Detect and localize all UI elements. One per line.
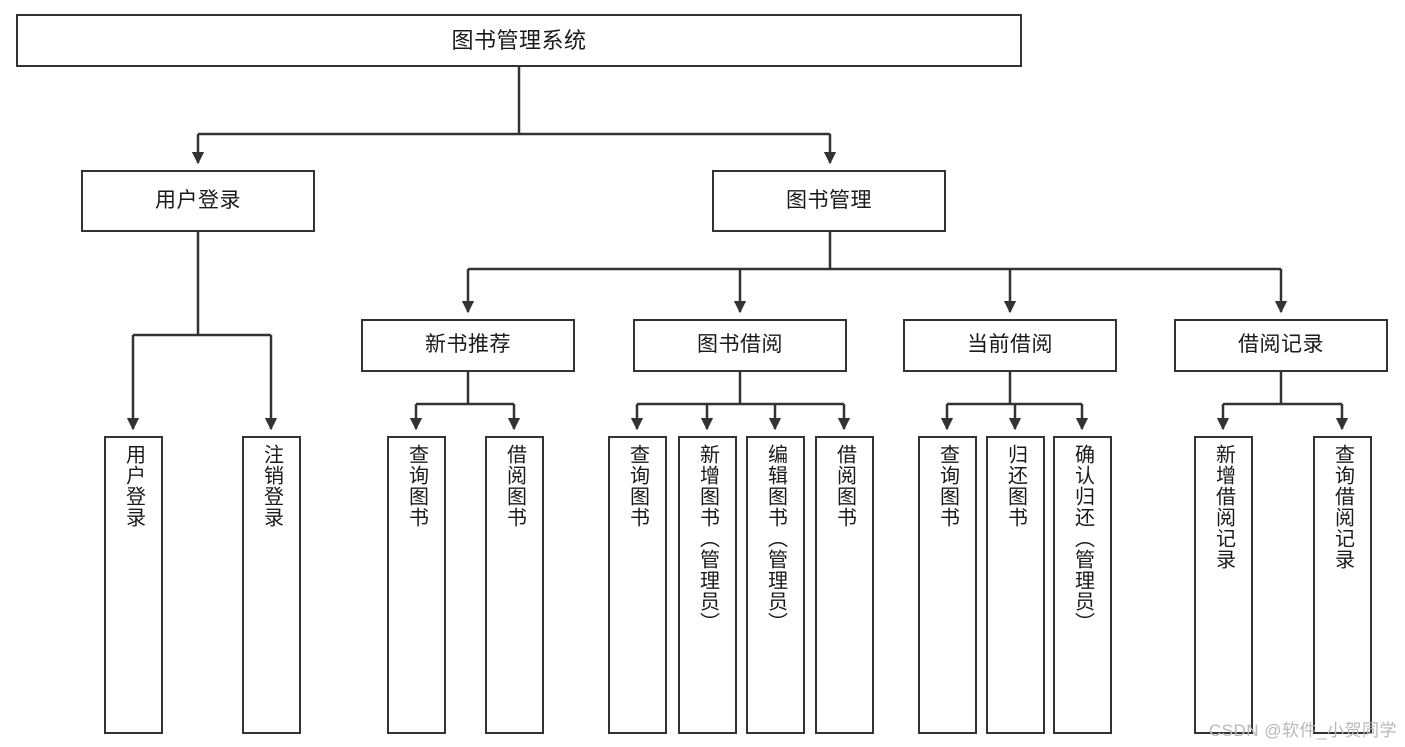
node-label: 借阅图书: [503, 444, 526, 528]
node-label: 新增图书（管理员）: [696, 444, 719, 633]
node-label: 归还图书: [1004, 444, 1027, 528]
node-label: 借阅图书: [833, 444, 856, 528]
node-label: 查询图书: [936, 444, 959, 528]
node-label: 新增借阅记录: [1212, 444, 1235, 570]
node-label: 查询图书: [405, 444, 428, 528]
leaf-confirm-return-admin[interactable]: 确认归还（管理员）: [1053, 436, 1112, 734]
node-label: 当前借阅: [967, 333, 1053, 357]
leaf-edit-book-admin[interactable]: 编辑图书（管理员）: [746, 436, 805, 734]
node-book-management[interactable]: 图书管理: [712, 170, 946, 232]
node-new-book-recommend[interactable]: 新书推荐: [361, 319, 575, 372]
node-user-login[interactable]: 用户登录: [81, 170, 315, 232]
watermark: CSDN @软件_小贺同学: [1208, 721, 1397, 740]
leaf-borrow-book-recommend[interactable]: 借阅图书: [485, 436, 544, 734]
leaf-add-book-admin[interactable]: 新增图书（管理员）: [678, 436, 737, 734]
node-label: 图书借阅: [697, 333, 783, 357]
leaf-logout[interactable]: 注销登录: [242, 436, 301, 734]
leaf-query-borrow-record[interactable]: 查询借阅记录: [1313, 436, 1372, 734]
leaf-query-book-borrow[interactable]: 查询图书: [608, 436, 667, 734]
leaf-return-book[interactable]: 归还图书: [986, 436, 1045, 734]
node-label: 借阅记录: [1238, 333, 1324, 357]
node-root-system[interactable]: 图书管理系统: [16, 14, 1022, 67]
node-label: 确认归还（管理员）: [1071, 444, 1094, 633]
node-label: 编辑图书（管理员）: [764, 444, 787, 633]
node-label: 用户登录: [155, 188, 241, 212]
node-label: 查询借阅记录: [1331, 444, 1354, 570]
node-label: 新书推荐: [425, 333, 511, 357]
node-label: 图书管理: [786, 188, 872, 212]
leaf-user-login[interactable]: 用户登录: [104, 436, 163, 734]
node-borrow-record[interactable]: 借阅记录: [1174, 319, 1388, 372]
leaf-borrow-book[interactable]: 借阅图书: [815, 436, 874, 734]
node-label: 注销登录: [260, 444, 283, 528]
leaf-query-book-current[interactable]: 查询图书: [918, 436, 977, 734]
node-label: 图书管理系统: [451, 27, 587, 53]
node-label: 查询图书: [626, 444, 649, 528]
node-book-borrow[interactable]: 图书借阅: [633, 319, 847, 372]
node-label: 用户登录: [122, 444, 145, 528]
node-current-borrow[interactable]: 当前借阅: [903, 319, 1117, 372]
leaf-add-borrow-record[interactable]: 新增借阅记录: [1194, 436, 1253, 734]
leaf-query-book-recommend[interactable]: 查询图书: [387, 436, 446, 734]
